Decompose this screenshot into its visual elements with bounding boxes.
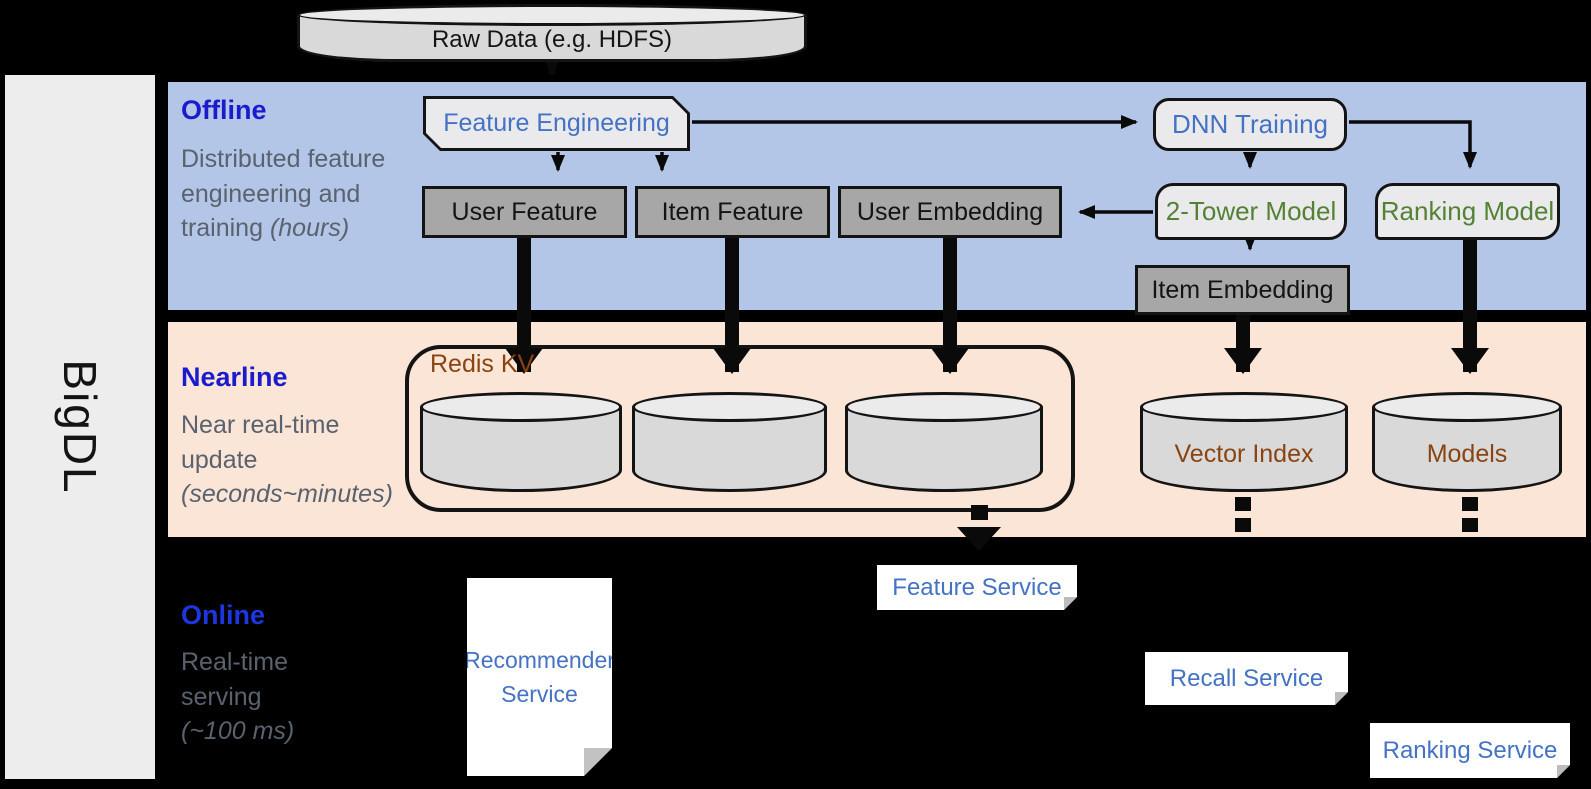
recommender-service-document: Recommender Service (467, 578, 612, 776)
online-duration-text: (~100 ms) (181, 717, 295, 745)
feature-engineering-label: Feature Engineering (426, 99, 687, 148)
user-feature-box: User Feature (422, 186, 627, 238)
folded-corner-icon (1557, 765, 1570, 778)
cylinder-top (1140, 392, 1348, 422)
redis-kv-container (405, 345, 1075, 512)
models-label: Models (1426, 439, 1508, 468)
bigdl-brand-bar: BigDL (5, 75, 155, 779)
ranking-model-box: Ranking Model (1375, 183, 1560, 240)
raw-data-store: Raw Data (e.g. HDFS) (297, 4, 807, 62)
feature-service-box: Feature Service (877, 565, 1077, 610)
item-embedding-box: Item Embedding (1135, 265, 1350, 315)
ranking-service-box: Ranking Service (1370, 723, 1570, 778)
online-lane-title: Online (181, 600, 266, 630)
cylinder-top (297, 4, 807, 26)
user-embedding-label: User Embedding (856, 197, 1044, 226)
offline-lane-subtitle: Distributed feature engineering and trai… (181, 142, 386, 246)
feature-service-label: Feature Service (892, 573, 1062, 601)
item-feature-box: Item Feature (635, 186, 830, 238)
models-cylinder: Models (1372, 392, 1562, 492)
folded-corner-icon (1335, 692, 1348, 705)
offline-duration-text: (hours) (269, 214, 350, 242)
two-tower-model-box: 2-Tower Model (1155, 183, 1347, 240)
recall-service-box: Recall Service (1145, 652, 1348, 705)
cylinder-top (420, 392, 622, 422)
nearline-subtitle-text: Near real-time update (181, 411, 340, 474)
dnn-training-box: DNN Training (1153, 98, 1347, 151)
user-embedding-box: User Embedding (838, 186, 1062, 238)
recommender-service-label: Recommender Service (464, 646, 615, 707)
online-subtitle-text: Real-time serving (181, 648, 288, 711)
folded-corner-icon (584, 748, 612, 776)
feature-engineering-box: Feature Engineering (423, 96, 690, 151)
dnn-training-label: DNN Training (1171, 109, 1329, 139)
cylinder-top (632, 392, 827, 422)
offline-lane-title: Offline (181, 95, 267, 125)
folded-corner-icon (1064, 597, 1077, 610)
cylinder-top (1372, 392, 1562, 422)
two-tower-model-label: 2-Tower Model (1165, 196, 1337, 226)
offline-subtitle-text: Distributed feature engineering and trai… (181, 145, 386, 242)
cylinder-top (845, 392, 1043, 422)
vector-index-label: Vector Index (1174, 439, 1314, 468)
redis-store-cylinder-2 (632, 392, 827, 492)
ranking-service-label: Ranking Service (1382, 736, 1558, 764)
bigdl-brand-label: BigDL (54, 359, 106, 495)
ranking-model-label: Ranking Model (1380, 196, 1555, 226)
nearline-lane-subtitle: Near real-time update (seconds~minutes) (181, 408, 396, 512)
vector-index-cylinder: Vector Index (1140, 392, 1348, 492)
redis-kv-label: Redis KV (430, 350, 535, 378)
nearline-duration-text: (seconds~minutes) (181, 480, 393, 508)
redis-store-cylinder-1 (420, 392, 622, 492)
item-embedding-label: Item Embedding (1151, 275, 1334, 304)
recall-service-label: Recall Service (1169, 664, 1324, 692)
user-feature-label: User Feature (451, 197, 598, 226)
online-lane-subtitle: Real-time serving (~100 ms) (181, 645, 316, 749)
item-feature-label: Item Feature (661, 197, 804, 226)
raw-data-label: Raw Data (e.g. HDFS) (431, 26, 673, 53)
nearline-lane-title: Nearline (181, 362, 288, 392)
redis-store-cylinder-3 (845, 392, 1043, 492)
